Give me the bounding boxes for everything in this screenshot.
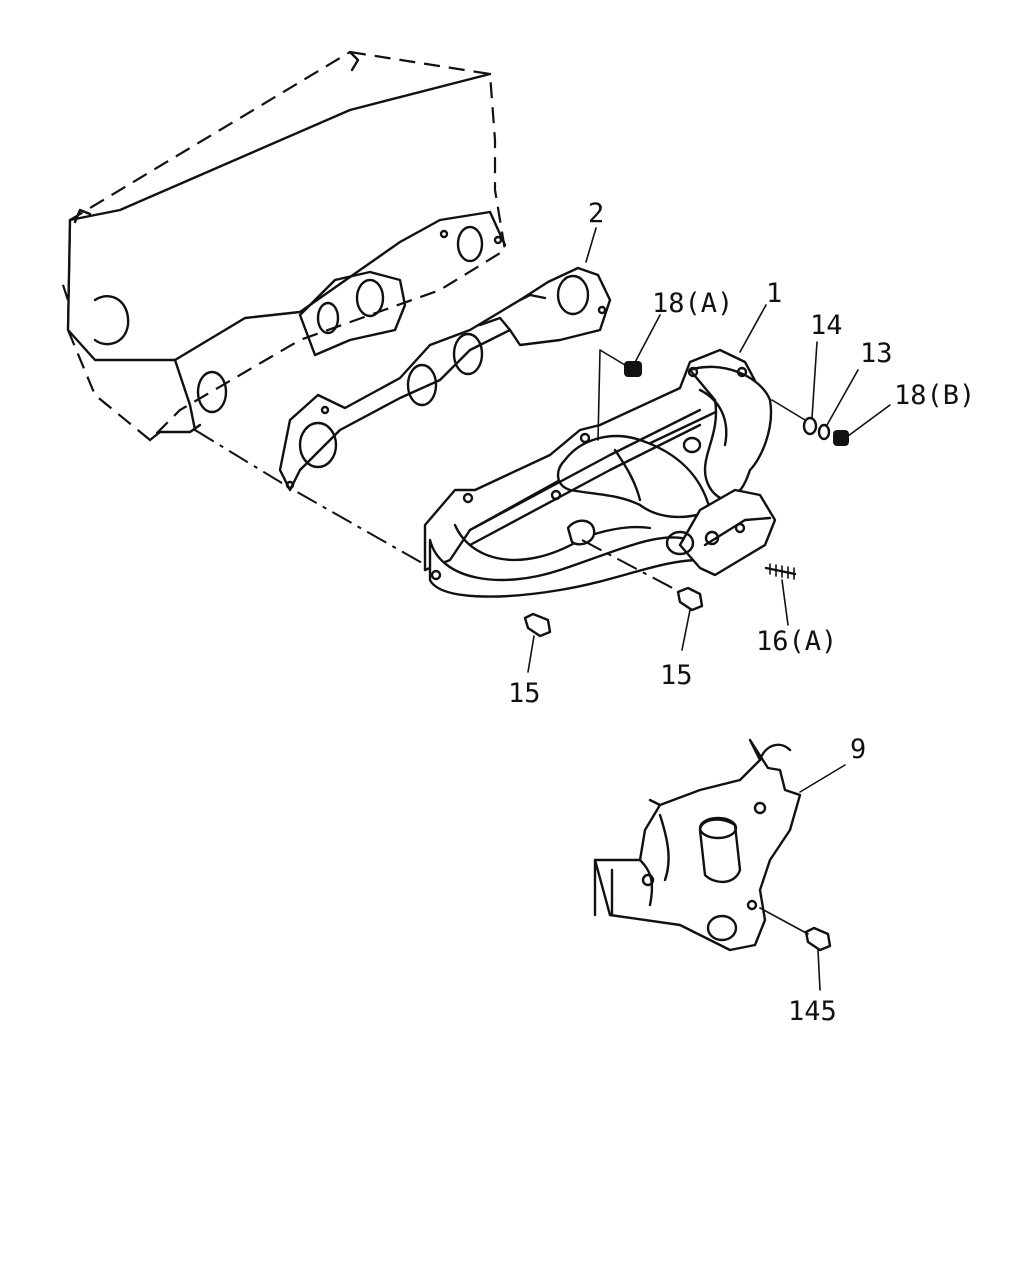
nut-18b [833, 430, 849, 446]
washer-14 [802, 416, 818, 436]
leader-1 [739, 304, 767, 353]
callout-9: 9 [850, 734, 866, 765]
callout-1: 1 [766, 278, 782, 309]
alignment-line-left [194, 429, 439, 573]
callout-145: 145 [788, 996, 837, 1027]
callout-18a: 18(A) [652, 288, 733, 319]
callout-13: 13 [860, 338, 893, 369]
hardware [523, 314, 891, 673]
callout-15-mid: 15 [660, 660, 693, 691]
bolt-145 [759, 907, 832, 991]
callout-16a: 16(A) [756, 626, 837, 657]
leader-2 [585, 227, 597, 263]
callout-18b: 18(B) [894, 380, 975, 411]
heat-shield [593, 738, 846, 952]
callout-2: 2 [588, 198, 604, 229]
cylinder-head [66, 50, 507, 442]
stud-16a [764, 563, 797, 626]
callout-14: 14 [810, 310, 843, 341]
manifold-gasket [278, 266, 612, 492]
bolt-15-mid [676, 586, 704, 651]
nut-18a [624, 361, 642, 377]
spring-washer-13 [817, 423, 831, 441]
alignment-line-upper [60, 281, 70, 301]
exhaust-manifold [423, 348, 777, 598]
bolt-15-left [523, 612, 552, 673]
callout-15-left: 15 [508, 678, 541, 709]
